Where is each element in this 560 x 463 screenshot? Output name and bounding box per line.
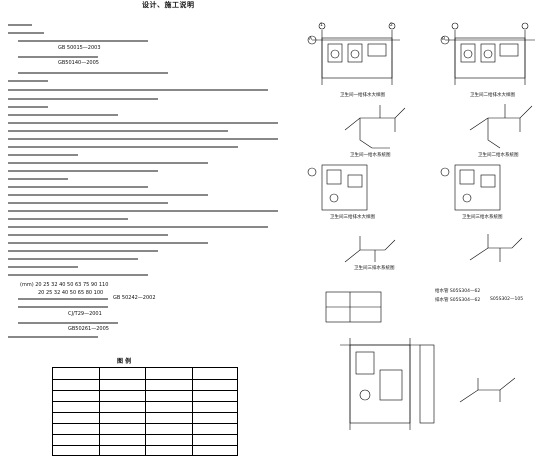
system-sketch-3 bbox=[344, 236, 396, 263]
note-line bbox=[8, 210, 278, 212]
note-text-5: 20 25 32 40 50 65 80 100 bbox=[38, 290, 104, 296]
note-line bbox=[8, 250, 158, 252]
system-sketch-1 bbox=[344, 105, 406, 149]
legend-col-line bbox=[192, 368, 193, 455]
plan-toilet-2 bbox=[445, 30, 535, 85]
axis-mark-1: 1 bbox=[320, 23, 323, 28]
legend-table bbox=[52, 367, 238, 456]
caption-6: 卫生间三给水系统图 bbox=[462, 215, 503, 220]
wall-section bbox=[419, 344, 435, 424]
legend-col-line bbox=[99, 368, 100, 455]
note-line bbox=[8, 274, 148, 276]
plan-toilet-5 bbox=[340, 338, 420, 430]
note-line bbox=[8, 106, 48, 108]
note-text-1: GB 50015—2003 bbox=[58, 45, 101, 51]
section-note-3: S05S302—105 bbox=[490, 297, 524, 302]
note-line bbox=[18, 56, 98, 58]
note-line bbox=[8, 138, 278, 140]
caption-1: 卫生间一给排水大样图 bbox=[340, 93, 385, 98]
legend-title: 图 例 bbox=[117, 358, 132, 365]
note-line bbox=[18, 72, 168, 74]
note-line bbox=[18, 306, 108, 308]
note-text-4: (mm) 20 25 32 40 50 63 75 90 110 bbox=[20, 282, 109, 288]
note-line bbox=[8, 226, 268, 228]
axis-mark-b: B bbox=[442, 37, 446, 42]
caption-4: 卫生间二给水系统图 bbox=[478, 153, 519, 158]
note-line bbox=[8, 234, 168, 236]
axis-mark-a: A bbox=[309, 37, 313, 42]
caption-2: 卫生间二给排水大样图 bbox=[470, 93, 515, 98]
note-line bbox=[8, 32, 44, 34]
system-sketch-5 bbox=[459, 377, 516, 403]
note-line bbox=[18, 298, 108, 300]
system-sketch-4 bbox=[469, 234, 523, 262]
section-note-1: 给水管 S05S304—62 bbox=[435, 289, 481, 294]
note-line bbox=[8, 130, 228, 132]
note-line bbox=[8, 24, 32, 26]
caption-3: 卫生间一给水系统图 bbox=[350, 153, 391, 158]
plan-toilet-3 bbox=[321, 164, 368, 211]
note-line bbox=[8, 146, 238, 148]
note-line bbox=[8, 266, 78, 268]
note-line bbox=[8, 202, 168, 204]
note-line bbox=[8, 162, 208, 164]
note-line bbox=[8, 218, 128, 220]
plan-toilet-4 bbox=[454, 164, 501, 211]
note-line bbox=[18, 322, 118, 324]
note-line bbox=[8, 170, 158, 172]
caption-7: 卫生间三排水系统图 bbox=[354, 266, 395, 271]
note-text-6: CJ/T29—2001 bbox=[68, 311, 102, 317]
section-note-2: 排水管 S05S304—62 bbox=[435, 298, 481, 303]
system-sketch-2 bbox=[469, 104, 533, 149]
plan-toilet-1 bbox=[312, 30, 400, 85]
caption-5: 卫生间三给排水大样图 bbox=[330, 215, 375, 220]
axis-mark-2: 2 bbox=[390, 23, 393, 28]
note-line bbox=[8, 194, 208, 196]
note-line bbox=[8, 178, 68, 180]
note-text-7: GB50261—2005 bbox=[68, 326, 109, 332]
legend-col-line bbox=[145, 368, 146, 455]
note-text-2: GB50140—2005 bbox=[58, 60, 99, 66]
note-line bbox=[8, 336, 98, 338]
note-line bbox=[8, 98, 158, 100]
note-line bbox=[8, 89, 268, 91]
section-view-1 bbox=[325, 291, 382, 323]
notes-title: 设计、施工说明 bbox=[142, 1, 195, 9]
note-text-3: GB 50242—2002 bbox=[113, 295, 156, 301]
note-line bbox=[8, 186, 148, 188]
note-line bbox=[8, 154, 78, 156]
note-line bbox=[8, 258, 138, 260]
note-line bbox=[18, 40, 148, 42]
note-line bbox=[8, 122, 278, 124]
note-line bbox=[8, 114, 118, 116]
note-line bbox=[8, 80, 48, 82]
note-line bbox=[8, 242, 208, 244]
